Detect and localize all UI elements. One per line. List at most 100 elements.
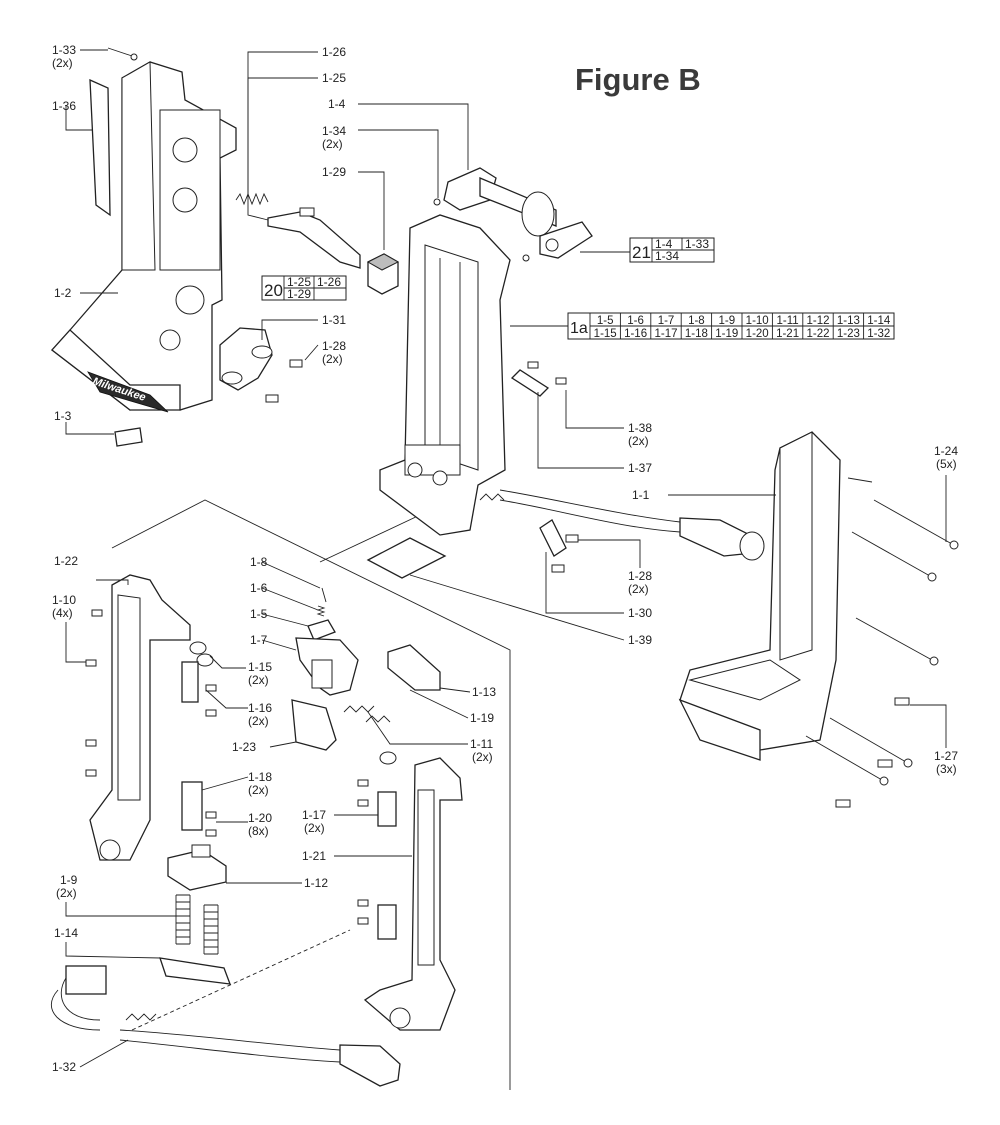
kit-1a-part: 1-19 [715, 328, 738, 340]
callout-label: 1-39 [628, 633, 652, 647]
callout-label: 1-1 [632, 488, 650, 502]
frame-1-22 [89, 574, 191, 861]
callout-qty: (2x) [248, 673, 269, 687]
cable-assembly-center [499, 489, 765, 561]
kit-1a-part: 1-23 [837, 328, 860, 340]
kit-1a-part: 1-11 [777, 315, 799, 327]
housing-half-1-2: Milwaukee [51, 61, 237, 413]
callout-qty: (2x) [322, 137, 343, 151]
callout-label: 1-22 [54, 554, 78, 568]
bracket-1-31 [219, 327, 273, 391]
cable-1-32 [51, 965, 401, 1087]
kit-1a-part: 1-10 [746, 315, 769, 327]
callout-qty: (2x) [472, 750, 493, 764]
callout-qty: (5x) [936, 457, 957, 471]
handle-1-4 [443, 167, 593, 259]
callout-qty: (2x) [628, 434, 649, 448]
screw-1-28-upper [265, 359, 303, 403]
callout-label: 1-37 [628, 461, 652, 475]
spring-1-6 [316, 605, 326, 617]
callout-label: 1-19 [470, 711, 494, 725]
callout-label: 1-12 [304, 876, 328, 890]
callout-qty: (2x) [56, 886, 77, 900]
slider-1-5 [307, 619, 336, 641]
kit-1a-part: 1-18 [685, 328, 708, 340]
kit-1a-part: 1-8 [688, 315, 705, 327]
trigger-body-1-7 [295, 637, 359, 696]
callout-label: 1-36 [52, 99, 76, 113]
link-1-37 [510, 369, 550, 397]
kit-1a-part: 1-9 [718, 315, 735, 327]
kit-21-part: 1-34 [655, 249, 679, 263]
kit-20-part: 1-25 [287, 275, 311, 289]
callout-label: 1-32 [52, 1060, 76, 1074]
bushing-1-17-top [379, 751, 397, 765]
switch-1-12 [167, 844, 227, 891]
callout-label: 1-2 [54, 286, 72, 300]
callout-label: 1-17 [302, 808, 326, 822]
housing-half-1-1 [678, 431, 841, 761]
callout-label: 1-26 [322, 45, 346, 59]
frame-1-21 [363, 757, 463, 1031]
callout-qty: (2x) [248, 714, 269, 728]
kit-1a-part: 1-16 [624, 328, 647, 340]
callout-label: 1-29 [322, 165, 346, 179]
label-1-39 [366, 537, 447, 579]
kit-21-part: 1-4 [655, 237, 673, 251]
kit-20-part: 1-29 [287, 287, 311, 301]
kit-21-number: 21 [632, 243, 651, 262]
kit-1a-part: 1-13 [837, 315, 860, 327]
screws-1-28-lower [551, 534, 579, 573]
kit-20-part: 1-26 [317, 275, 341, 289]
kit-21-part: 1-33 [685, 237, 709, 251]
detail-view-boundary [111, 499, 511, 1090]
kit-1a-number: 1a [570, 320, 588, 337]
bolts-1-24 [805, 477, 959, 786]
callout-label: 1-31 [322, 313, 346, 327]
cover-1-13 [387, 644, 441, 691]
callout-label: 1-5 [250, 607, 268, 621]
callout-label: 1-20 [248, 811, 272, 825]
kit-table-21: 21 1-4 1-33 1-34 [629, 237, 715, 263]
screws-1-10 [85, 609, 103, 777]
latch-1-25 [267, 207, 361, 269]
callout-label: 1-18 [248, 770, 272, 784]
callout-label: 1-8 [250, 555, 268, 569]
kit-1a-part: 1-12 [806, 315, 829, 327]
kit-1a-part: 1-21 [776, 328, 799, 340]
kit-1a-part: 1-20 [746, 328, 769, 340]
figure-title: Figure B [575, 62, 701, 97]
callout-qty: (4x) [52, 606, 73, 620]
callout-qty: (2x) [304, 821, 325, 835]
pads-1-18-upper [181, 661, 199, 703]
kit-1a-part: 1-14 [867, 315, 891, 327]
callout-labels: 1-33 (2x) 1-36 1-26 1-25 1-4 1-34 (2x) 1… [52, 43, 958, 1074]
callout-label: 1-15 [248, 660, 272, 674]
kit-20-number: 20 [264, 281, 283, 300]
callout-qty: (8x) [248, 824, 269, 838]
spring-1-26 [235, 192, 269, 206]
callout-label: 1-27 [934, 749, 958, 763]
pads-1-18 [181, 781, 203, 831]
center-housing-assembly [379, 214, 511, 536]
leader-lines [65, 49, 947, 1068]
kit-1a-part: 1-7 [658, 315, 675, 327]
callout-label: 1-14 [54, 926, 78, 940]
screw-1-33 [107, 47, 138, 61]
kit-1a-part: 1-5 [597, 315, 614, 327]
pads-1-17 [377, 791, 397, 940]
callout-qty: (3x) [936, 762, 957, 776]
kit-1a-part: 1-17 [654, 328, 677, 340]
callout-label: 1-33 [52, 43, 76, 57]
callout-label: 1-28 [628, 569, 652, 583]
callout-qty: (2x) [628, 582, 649, 596]
callout-label: 1-4 [328, 97, 346, 111]
kit-1a-part: 1-32 [867, 328, 890, 340]
callout-label: 1-24 [934, 444, 958, 458]
kit-1a-part: 1-6 [627, 315, 644, 327]
callout-label: 1-6 [250, 581, 268, 595]
callout-label: 1-10 [52, 593, 76, 607]
callout-label: 1-3 [54, 409, 72, 423]
plate-1-23 [291, 699, 337, 751]
